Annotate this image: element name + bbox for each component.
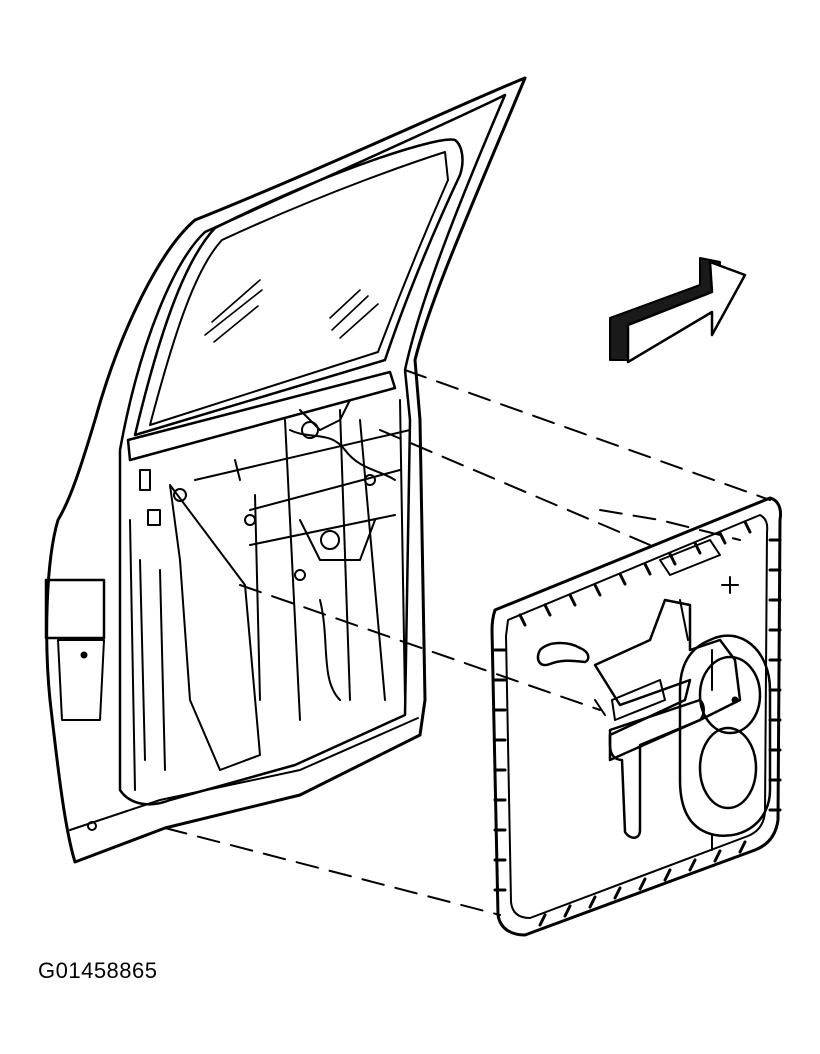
hinge-block — [44, 578, 106, 640]
window-regulator — [129, 399, 411, 791]
forward-arrow-icon — [609, 257, 747, 364]
door-frame — [45, 76, 527, 864]
figure-id: G01458865 — [38, 958, 158, 983]
door-assembly — [44, 76, 527, 864]
retainer-clips — [493, 520, 782, 927]
door-pull-handle — [536, 641, 590, 667]
alignment-leaders — [164, 369, 771, 916]
map-pocket — [608, 698, 705, 839]
speaker — [678, 634, 772, 838]
armrest — [593, 598, 742, 762]
window-glass — [133, 138, 464, 437]
door-trim-panel — [490, 496, 782, 937]
